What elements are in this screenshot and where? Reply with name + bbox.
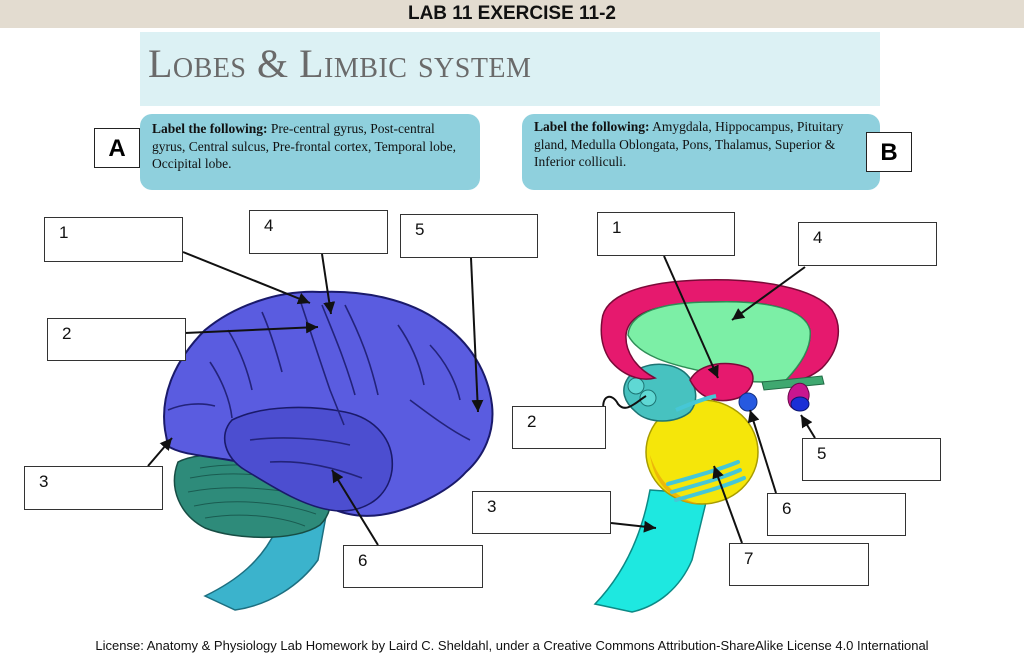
exercise-header: LAB 11 EXERCISE 11-2 <box>0 0 1024 28</box>
pointer-a2 <box>184 321 319 334</box>
instruction-text-a: Pre-central gyrus, Post-central gyrus, C… <box>152 121 456 171</box>
pointer-b2 <box>602 395 647 414</box>
pointer-b4 <box>731 266 806 321</box>
pointer-b1 <box>663 255 719 379</box>
label-box-b2[interactable]: 2 <box>512 406 606 449</box>
medulla <box>593 489 709 613</box>
label-box-a5[interactable]: 5 <box>400 214 538 258</box>
label-box-b4[interactable]: 4 <box>798 222 937 266</box>
label-box-b6[interactable]: 6 <box>767 493 906 536</box>
label-box-a6[interactable]: 6 <box>343 545 483 588</box>
thalamus-fill <box>627 301 811 383</box>
panel-letter-a: A <box>94 128 140 168</box>
label-box-a4[interactable]: 4 <box>249 210 388 254</box>
instruction-lead-b: Label the following: <box>534 119 650 134</box>
label-box-a2[interactable]: 2 <box>47 318 186 361</box>
instruction-lead-a: Label the following: <box>152 121 268 136</box>
instruction-box-b: Label the following: Amygdala, Hippocamp… <box>522 114 880 190</box>
pointer-a1 <box>182 251 311 305</box>
brain-lateral-figure <box>147 251 494 611</box>
label-box-b3[interactable]: 3 <box>472 491 611 534</box>
pointer-b5 <box>800 414 816 439</box>
pointer-b6 <box>747 409 777 494</box>
instruction-box-a: Label the following: Pre-central gyrus, … <box>140 114 480 190</box>
pointer-a6 <box>331 469 379 546</box>
label-box-a3[interactable]: 3 <box>24 466 163 510</box>
page-title: Lobes & Limbic system <box>148 41 532 86</box>
temporal-lobe-shape <box>223 406 394 512</box>
label-box-b1[interactable]: 1 <box>597 212 735 256</box>
instruction-text-b: Amygdala, Hippocampus, Pituitary gland, … <box>534 119 844 169</box>
pointer-a3 <box>147 437 173 467</box>
label-box-a1[interactable]: 1 <box>44 217 183 262</box>
panel-letter-b: B <box>866 132 912 172</box>
limbic-system-figure <box>593 255 840 613</box>
pointer-a5 <box>470 257 484 413</box>
license-text: License: Anatomy & Physiology Lab Homewo… <box>95 638 929 653</box>
pointer-a4 <box>321 253 336 315</box>
label-box-b5[interactable]: 5 <box>802 438 941 481</box>
title-banner: Lobes & Limbic system <box>140 32 880 106</box>
pointer-b7 <box>712 465 743 544</box>
pointer-b3 <box>610 520 657 533</box>
pituitary <box>790 396 810 412</box>
label-box-b7[interactable]: 7 <box>729 543 869 586</box>
